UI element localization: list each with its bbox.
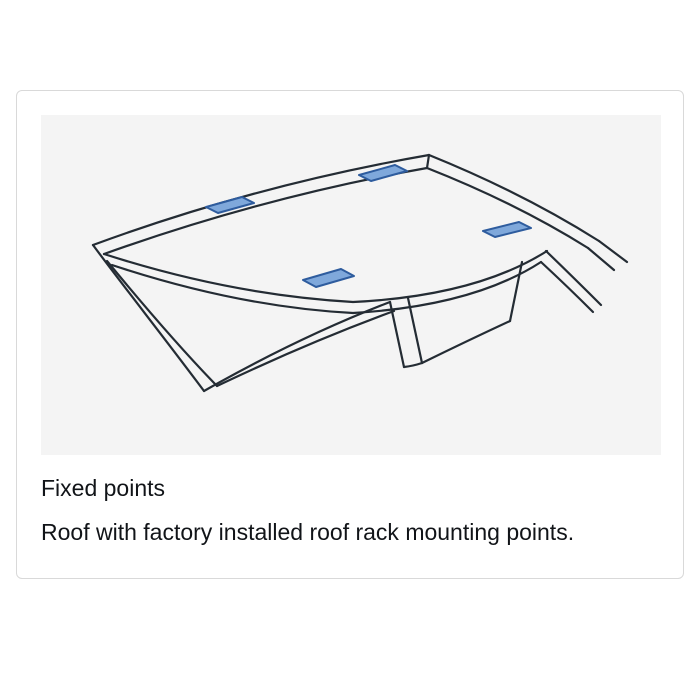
- car-roof-sketch: [91, 153, 629, 393]
- b-pillar-rear: [406, 296, 424, 365]
- mounting-pad-rear-right: [482, 221, 532, 238]
- mounting-pad-front-left: [205, 196, 255, 214]
- c-pillar: [508, 260, 524, 323]
- near-roof-rail-inner: [110, 260, 543, 315]
- rear-pillar-outer: [544, 249, 603, 307]
- b-pillar-base: [402, 361, 424, 369]
- a-pillar-outer: [91, 243, 206, 393]
- roof-front-edge-outer: [91, 153, 431, 247]
- card-description: Roof with factory installed roof rack mo…: [41, 519, 575, 545]
- rear-corner-fork-2: [586, 246, 616, 272]
- a-pillar-inner: [105, 259, 219, 388]
- mounting-pad-rear-left: [302, 268, 355, 288]
- roof-right-edge-outer: [427, 153, 601, 243]
- near-roof-rail-outer: [102, 249, 549, 304]
- front-door-sill: [202, 300, 392, 393]
- rear-door-sill: [420, 319, 512, 365]
- fixed-points-card[interactable]: Fixed points Roof with factory installed…: [16, 90, 684, 579]
- mounting-pads: [205, 164, 532, 288]
- roof-corner-connector: [425, 153, 431, 170]
- roof-illustration: [41, 115, 661, 455]
- card-title: Fixed points: [41, 475, 166, 501]
- car-roof-sketch-svg: [91, 153, 629, 393]
- b-pillar-front: [388, 300, 406, 369]
- roof-right-edge-inner: [425, 166, 590, 250]
- mounting-pad-front-right: [358, 164, 408, 182]
- rear-corner-fork-1: [597, 239, 629, 264]
- front-door-sill-inner: [215, 309, 396, 388]
- rear-pillar-inner: [539, 260, 595, 314]
- roof-front-edge-inner: [102, 166, 429, 256]
